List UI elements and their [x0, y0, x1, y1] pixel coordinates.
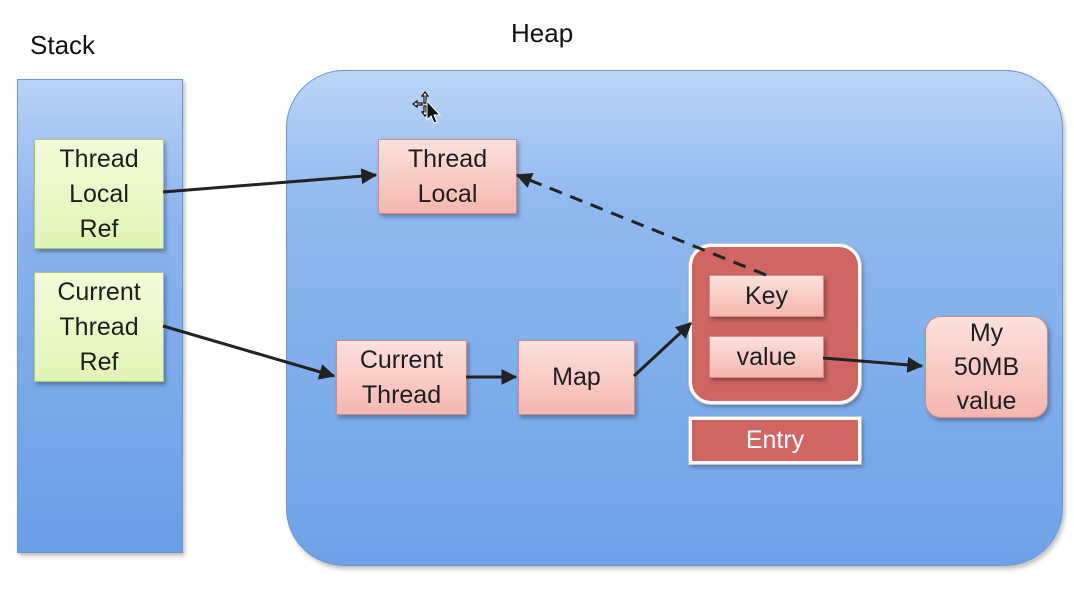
thread-local-box: Thread Local: [378, 139, 517, 214]
value-box: value: [709, 336, 824, 378]
current-thread-ref-box: Current Thread Ref: [34, 272, 164, 382]
entry-container: [689, 244, 861, 404]
stack-label: Stack: [30, 30, 96, 60]
current-thread-box: Current Thread: [336, 340, 467, 415]
map-box: Map: [518, 340, 635, 415]
heap-label: Heap: [511, 18, 574, 48]
thread-local-ref-box: Thread Local Ref: [34, 139, 164, 249]
move-cursor-icon: [412, 91, 442, 124]
my-50mb-value-box: My 50MB value: [925, 316, 1048, 418]
key-box: Key: [709, 275, 824, 317]
entry-label: Entry: [689, 417, 861, 464]
